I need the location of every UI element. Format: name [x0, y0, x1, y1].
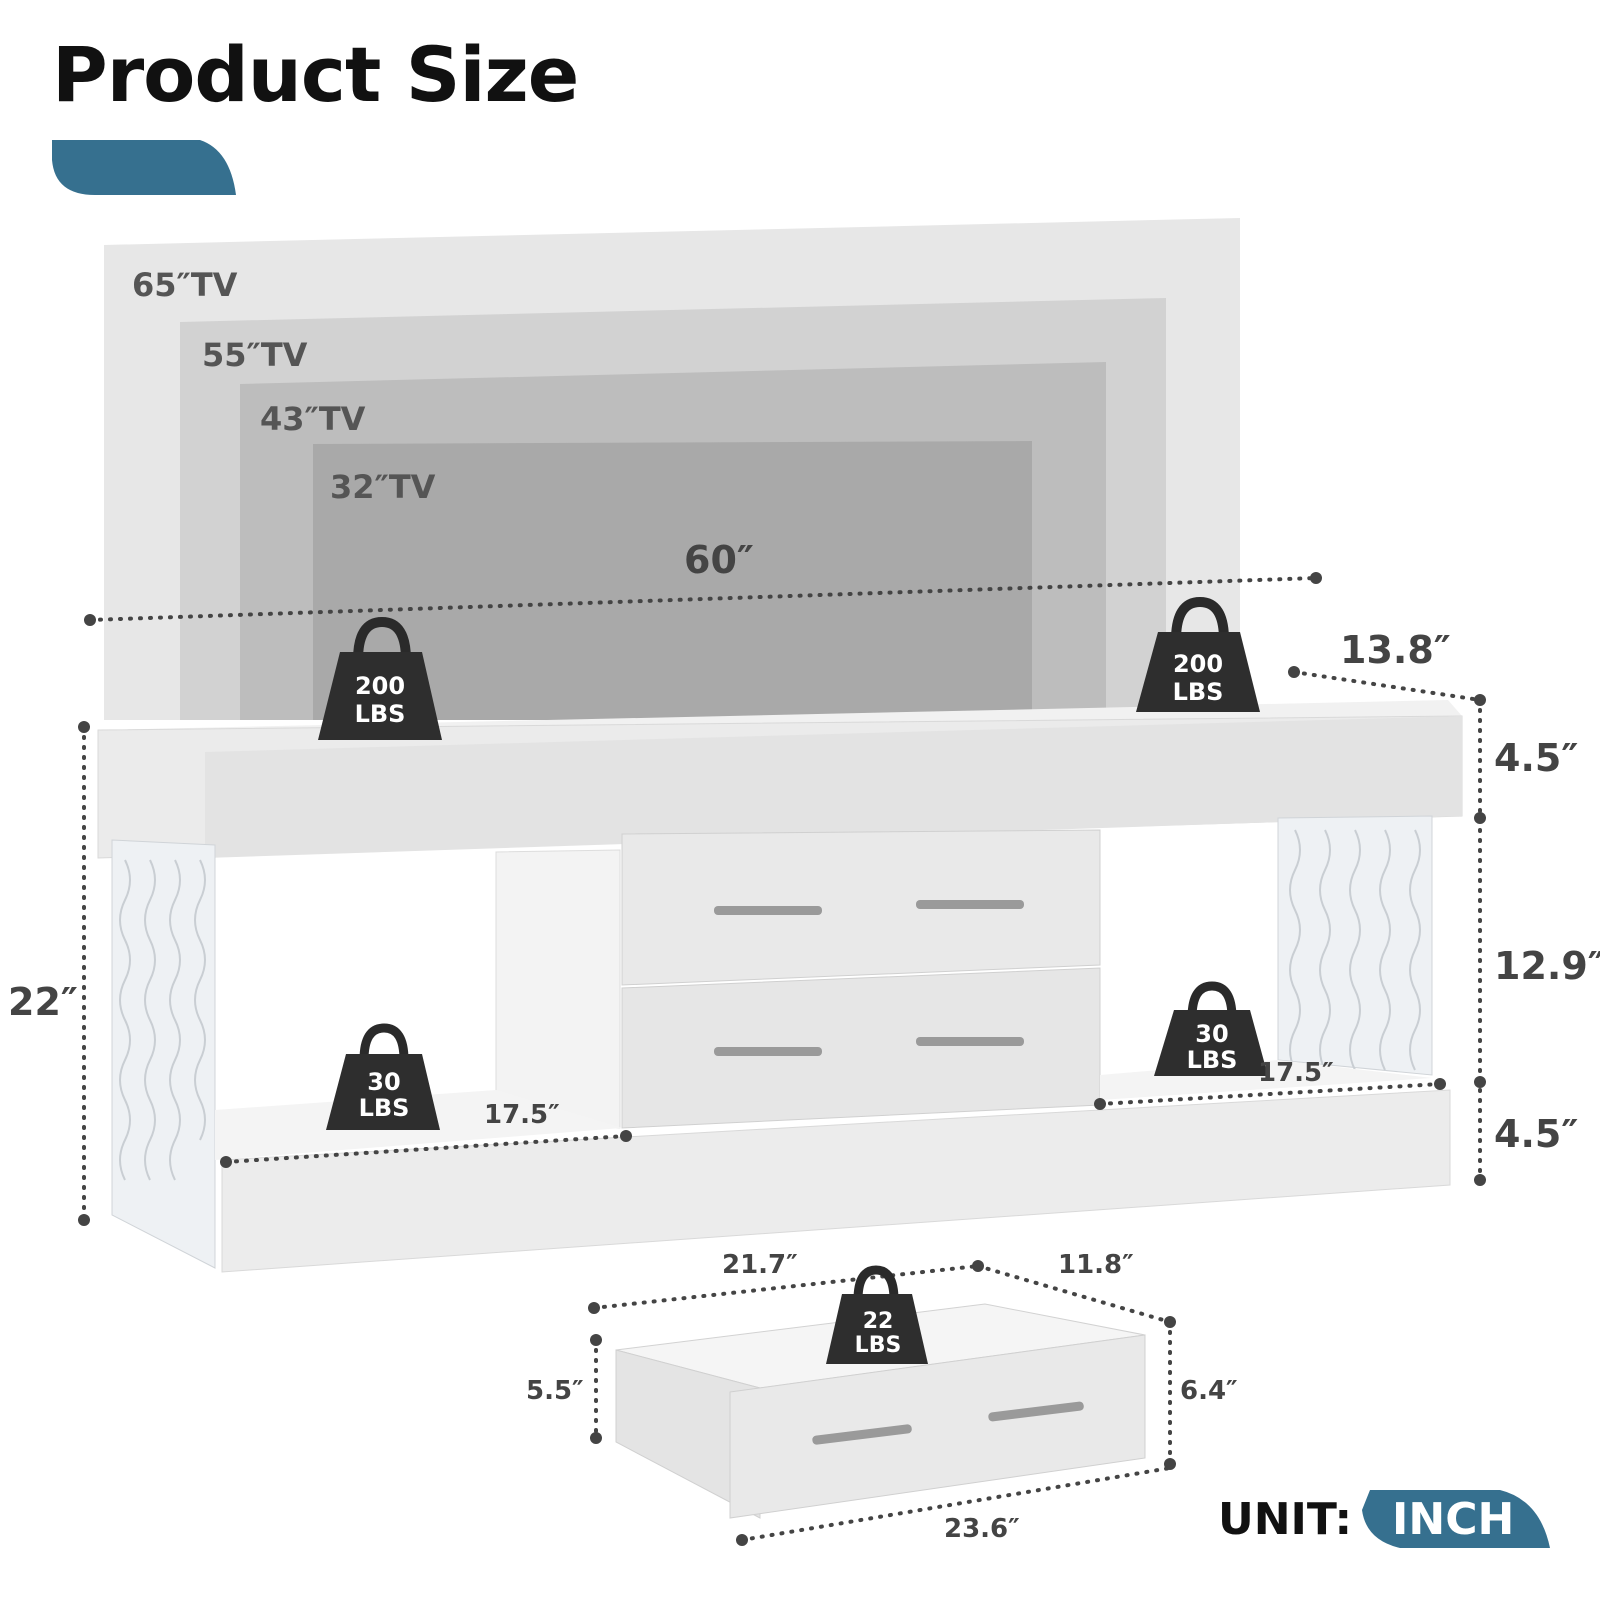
drawer-inner-depth-label: 11.8″ [1058, 1250, 1134, 1280]
dimension-endpoints [78, 572, 1486, 1546]
tv-size-label-65: 65″TV [132, 266, 238, 304]
unit-pill [1362, 1490, 1550, 1548]
left-acrylic-panel [111, 839, 216, 1269]
shelf-left-depth-label: 17.5″ [484, 1100, 560, 1130]
handle [714, 1047, 822, 1056]
drawer-inner-width-label: 21.7″ [722, 1250, 798, 1280]
svg-text:LBS: LBS [359, 1094, 410, 1122]
depth-label: 13.8″ [1340, 628, 1451, 672]
drawer-inner-height-label: 5.5″ [526, 1376, 584, 1406]
tv-size-label-55: 55″TV [202, 336, 308, 374]
detached-drawer-front [729, 1334, 1146, 1519]
drawer-lower [621, 967, 1101, 1129]
weight-icon-drawer: 22 LBS [826, 1265, 928, 1364]
weight-icon-top-right: 200 LBS [1136, 596, 1260, 712]
tv-size-label-32: 32″TV [330, 468, 436, 506]
svg-text:200: 200 [355, 672, 405, 700]
drawer-upper [621, 829, 1101, 986]
stand-bottom-front [221, 1089, 1451, 1273]
center-column [495, 849, 621, 1129]
weight-icon-shelf-right: 30 LBS [1154, 981, 1268, 1076]
width-label: 60″ [684, 538, 754, 582]
weight-icon-top-left: 200 LBS [318, 616, 442, 740]
svg-text:LBS: LBS [1187, 1046, 1238, 1074]
weight-icon-shelf-left: 30 LBS [326, 1023, 440, 1130]
unit-label: UNIT: [1218, 1494, 1353, 1545]
handle [916, 1037, 1024, 1046]
unit-value: INCH [1392, 1494, 1515, 1545]
svg-text:LBS: LBS [355, 700, 406, 728]
svg-text:22: 22 [863, 1309, 894, 1334]
shelf-right-depth-label: 17.5″ [1258, 1058, 1334, 1088]
svg-text:200: 200 [1173, 650, 1223, 678]
total-height-label: 22″ [8, 980, 78, 1024]
tv-32-outline [313, 441, 1032, 720]
svg-text:LBS: LBS [855, 1333, 902, 1358]
handle [916, 900, 1024, 909]
right-acrylic-panel [1277, 815, 1433, 1076]
bottom-height-label: 4.5″ [1494, 1112, 1579, 1156]
handle [714, 906, 822, 915]
middle-height-label: 12.9″ [1494, 944, 1600, 988]
svg-text:30: 30 [367, 1068, 400, 1096]
dimension-lines [82, 576, 1482, 1542]
svg-text:LBS: LBS [1173, 678, 1224, 706]
handle [988, 1401, 1084, 1422]
tv-size-label-43: 43″TV [260, 400, 366, 438]
drawer-outer-width-label: 23.6″ [944, 1514, 1020, 1544]
top-height-label: 4.5″ [1494, 736, 1579, 780]
page-title: Product Size [52, 30, 579, 119]
svg-text:30: 30 [1195, 1020, 1228, 1048]
detached-drawer-side [615, 1349, 761, 1519]
handle [812, 1424, 912, 1445]
drawer-outer-height-label: 6.4″ [1180, 1376, 1238, 1406]
